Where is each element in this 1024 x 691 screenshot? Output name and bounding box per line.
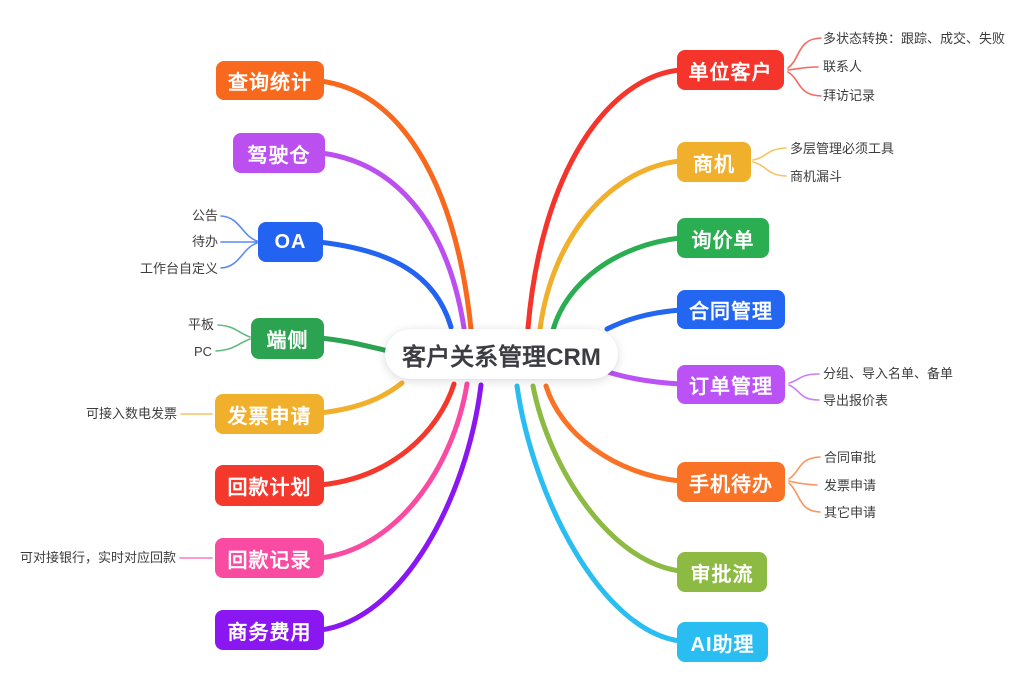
edge-oa xyxy=(316,239,454,330)
edge-sub-status-transition xyxy=(787,37,822,69)
node-query-stats[interactable]: 查询统计 xyxy=(216,61,324,100)
edge-dashboard xyxy=(318,150,467,331)
node-dashboard[interactable]: 驾驶仓 xyxy=(233,133,325,173)
edge-payment-record xyxy=(317,381,470,561)
edge-payment-plan xyxy=(317,381,457,488)
node-oa[interactable]: OA xyxy=(258,222,323,262)
edge-sub-announcement xyxy=(220,215,258,242)
node-business-expense[interactable]: 商务费用 xyxy=(215,610,324,650)
edge-approval-flow xyxy=(530,383,683,574)
node-invoice-request[interactable]: 发票申请 xyxy=(215,394,324,434)
edge-sub-grouping-import xyxy=(788,373,820,384)
subtopic-announcement[interactable]: 公告 xyxy=(191,208,218,223)
subtopic-digital-invoice[interactable]: 可接入数电发票 xyxy=(85,406,177,421)
edge-sub-visit-records xyxy=(787,71,822,97)
subtopic-contract-approval[interactable]: 合同审批 xyxy=(824,450,877,465)
subtopic-pc[interactable]: PC xyxy=(193,344,212,359)
subtopic-bank-integration[interactable]: 可对接银行，实时对应回款 xyxy=(19,550,176,565)
node-business-opportunity[interactable]: 商机 xyxy=(677,142,751,182)
edge-client-side xyxy=(317,335,397,355)
subtopic-multilayer-tool[interactable]: 多层管理必须工具 xyxy=(790,141,895,156)
subtopic-todo[interactable]: 待办 xyxy=(191,234,218,249)
node-order-management[interactable]: 订单管理 xyxy=(677,365,785,404)
subtopic-other-application[interactable]: 其它申请 xyxy=(824,505,877,520)
central-topic[interactable]: 客户关系管理CRM xyxy=(385,329,618,379)
edge-sub-contacts xyxy=(787,66,819,71)
edge-ai-assistant xyxy=(514,383,683,644)
subtopic-contacts[interactable]: 联系人 xyxy=(823,59,863,74)
subtopic-tablet[interactable]: 平板 xyxy=(187,317,214,332)
subtopic-visit-records[interactable]: 拜访记录 xyxy=(823,88,876,103)
edge-inquiry-form xyxy=(550,235,683,333)
subtopic-workbench-custom[interactable]: 工作台自定义 xyxy=(139,261,218,276)
node-payment-record[interactable]: 回款记录 xyxy=(215,538,324,578)
node-contract-management[interactable]: 合同管理 xyxy=(677,290,785,329)
edge-sub-opportunity-funnel xyxy=(752,161,787,177)
edge-business-opportunity xyxy=(537,158,683,332)
subtopic-grouping-import[interactable]: 分组、导入名单、备单 xyxy=(823,366,954,381)
edge-sub-contract-approval xyxy=(788,456,821,480)
subtopic-export-quotation[interactable]: 导出报价表 xyxy=(823,393,889,408)
edge-sub-workbench-custom xyxy=(220,242,258,269)
edge-query-stats xyxy=(317,78,474,332)
node-corporate-customer[interactable]: 单位客户 xyxy=(677,50,784,90)
edge-mobile-todo xyxy=(543,383,683,484)
edge-corporate-customer xyxy=(525,67,683,331)
edge-sub-tablet xyxy=(217,324,251,338)
node-mobile-todo[interactable]: 手机待办 xyxy=(677,462,785,502)
node-payment-plan[interactable]: 回款计划 xyxy=(215,465,324,506)
subtopic-status-transition[interactable]: 多状态转换：跟踪、成交、失败 xyxy=(823,31,1006,46)
edge-business-expense xyxy=(317,382,484,633)
subtopic-invoice-application[interactable]: 发票申请 xyxy=(824,478,877,493)
edge-contract-management xyxy=(604,307,683,332)
edge-sub-multilayer-tool xyxy=(752,147,787,161)
edge-sub-other-application xyxy=(788,482,821,513)
subtopic-opportunity-funnel[interactable]: 商机漏斗 xyxy=(790,169,843,184)
edge-invoice-request xyxy=(317,380,405,416)
edge-sub-pc xyxy=(215,338,251,352)
node-inquiry-form[interactable]: 询价单 xyxy=(677,218,769,258)
edge-sub-export-quotation xyxy=(788,384,820,401)
edge-sub-invoice-application xyxy=(788,480,818,486)
node-ai-assistant[interactable]: AI助理 xyxy=(677,622,768,662)
node-approval-flow[interactable]: 审批流 xyxy=(677,552,767,592)
node-client-side[interactable]: 端侧 xyxy=(251,318,324,359)
edge-order-management xyxy=(605,369,683,387)
